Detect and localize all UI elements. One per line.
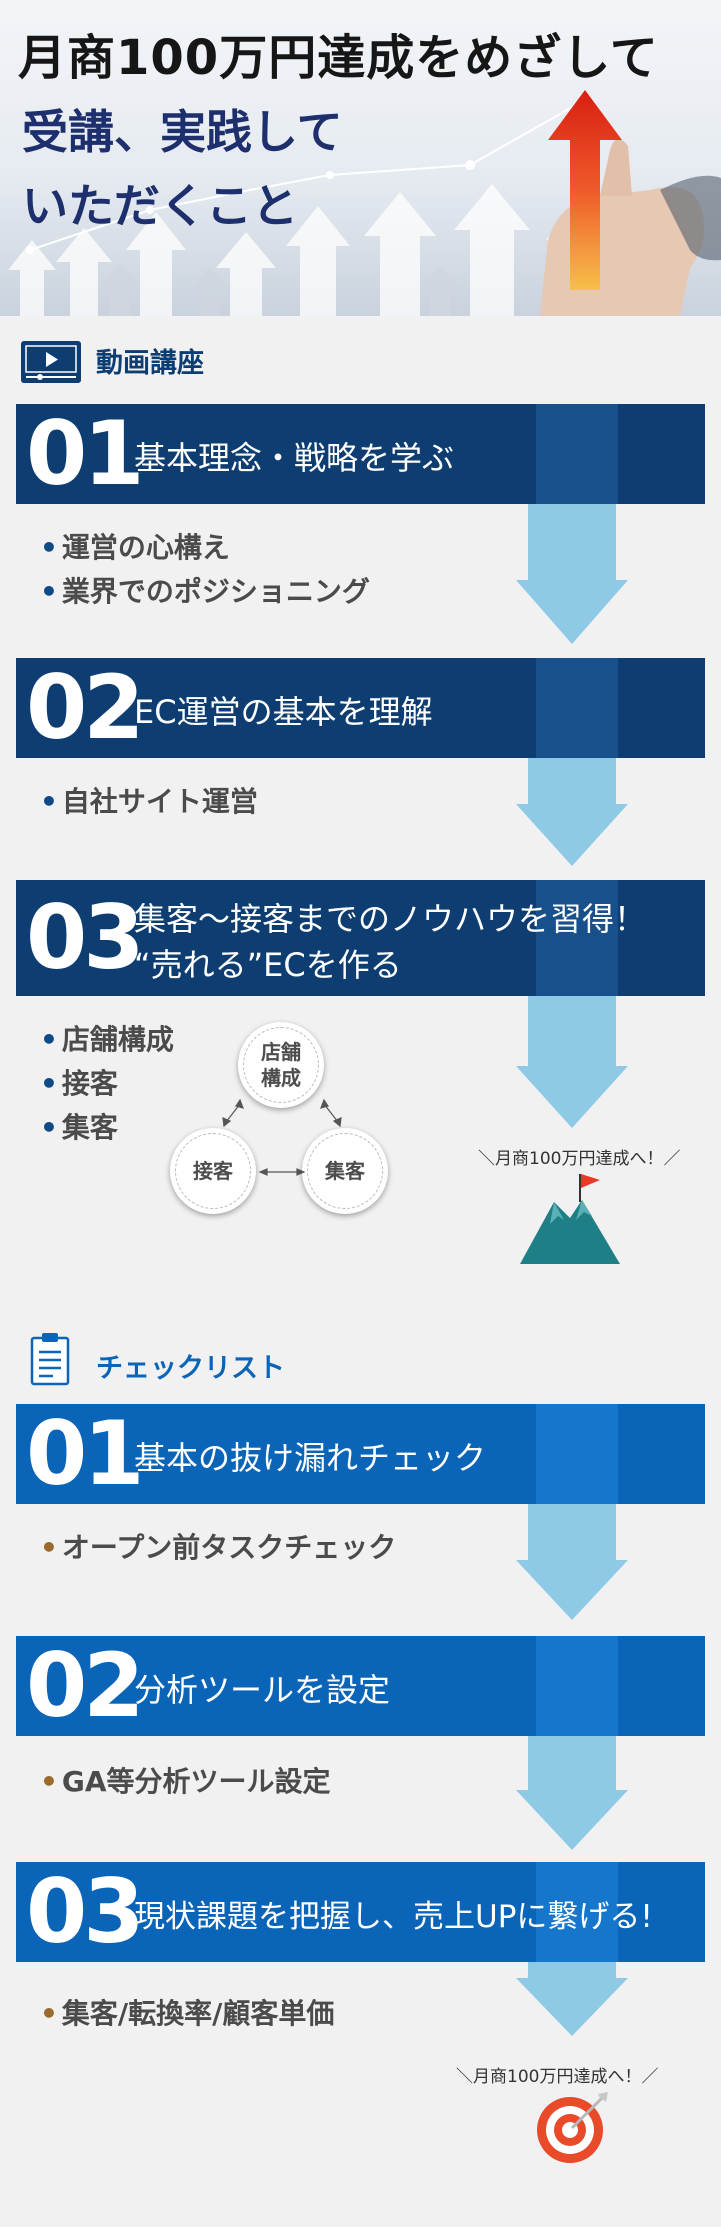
step-title-line1: 集客〜接客までのノウハウを習得！ — [134, 900, 647, 938]
cycle-node-store: 店舗 構成 — [238, 1022, 324, 1108]
list-item: •自社サイト運営 — [40, 785, 258, 818]
video-player-icon — [21, 341, 81, 383]
list-item: •業界でのポジショニング — [40, 575, 370, 608]
list-item: •運営の心構え — [40, 531, 230, 564]
step-title: 基本の抜け漏れチェック — [134, 1439, 487, 1477]
step-number: 02 — [26, 1634, 144, 1737]
target-arrow-icon — [537, 2092, 608, 2163]
step-number: 02 — [26, 656, 144, 759]
hero-banner: 月商100万円達成をめざして 受講、実践して いただくこと — [0, 0, 721, 316]
video-section-heading: 動画講座 — [96, 348, 204, 379]
hero-title: 月商100万円達成をめざして — [18, 30, 659, 86]
video-step-02-bar: 02 EC運営の基本を理解 — [16, 658, 705, 758]
list-item: •集客 — [40, 1111, 118, 1144]
step-title: 分析ツールを設定 — [134, 1671, 391, 1709]
step-title: 基本理念・戦略を学ぶ — [134, 439, 455, 477]
cycle-node-service: 接客 — [170, 1128, 256, 1214]
step-number: 01 — [26, 402, 144, 505]
checklist-step-01-bar: 01 基本の抜け漏れチェック — [16, 1404, 705, 1504]
list-item: •集客/転換率/顧客単価 — [40, 1997, 335, 2030]
list-item: •オープン前タスクチェック — [40, 1531, 397, 1564]
list-item: •店舗構成 — [40, 1023, 174, 1056]
step-title-line2: “売れる”ECを作る — [134, 946, 402, 984]
clipboard-icon — [30, 1333, 70, 1386]
checklist-step-03-bar: 03 現状課題を把握し、売上UPに繋げる! — [16, 1862, 705, 1962]
step-number: 03 — [26, 1860, 144, 1963]
cycle-node-attract: 集客 — [302, 1128, 388, 1214]
hero-subtitle: 受講、実践して いただくこと — [22, 105, 343, 233]
mountain-flag-icon — [520, 1174, 620, 1264]
step-title: EC運営の基本を理解 — [134, 693, 433, 731]
rising-arrows-illustration — [8, 90, 721, 316]
list-item: •GA等分析ツール設定 — [40, 1765, 331, 1798]
goal-caption: ＼月商100万円達成へ！／ — [478, 1149, 681, 1169]
video-step-03-bar: 03 集客〜接客までのノウハウを習得！ “売れる”ECを作る — [16, 880, 705, 996]
checklist-section-heading: チェックリスト — [96, 1353, 285, 1384]
list-item: •接客 — [40, 1067, 118, 1100]
step-title: 現状課題を把握し、売上UPに繋げる! — [134, 1899, 653, 1935]
checklist-step-02-bar: 02 分析ツールを設定 — [16, 1636, 705, 1736]
cycle-arrows — [222, 1098, 342, 1176]
video-step-01-bar: 01 基本理念・戦略を学ぶ — [16, 404, 705, 504]
step-number: 01 — [26, 1402, 144, 1505]
goal-caption: ＼月商100万円達成へ！／ — [456, 2067, 659, 2087]
step-number: 03 — [26, 886, 144, 989]
